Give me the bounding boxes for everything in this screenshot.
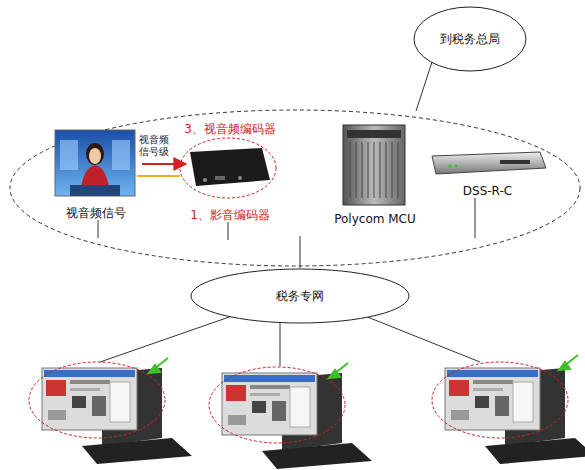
video-picture xyxy=(55,130,135,196)
mcu-picture xyxy=(343,125,405,205)
edge-label: 视音频信号级 xyxy=(136,134,172,158)
device-box: DSS-R-C xyxy=(425,148,550,198)
node-label: 视音频信号 xyxy=(66,206,126,220)
node-label: 3、视音频编码器 xyxy=(184,122,276,136)
client-laptops xyxy=(29,355,585,469)
node-label: DSS-R-C xyxy=(463,184,512,198)
drop-wires xyxy=(98,198,480,366)
node-label: Polycom MCU xyxy=(334,212,416,226)
network-ellipse: 税务专网 xyxy=(190,268,410,324)
uplink-wire xyxy=(416,62,432,111)
network-ellipse: 到税务总局 xyxy=(413,6,527,72)
node-label: 税务专网 xyxy=(276,289,324,303)
site-boundary xyxy=(10,110,580,266)
device-box: 视音频信号 xyxy=(50,128,142,220)
audio-wire xyxy=(137,175,180,177)
node-label: 1、影音编码器 xyxy=(190,208,270,222)
encoder-picture xyxy=(180,138,276,198)
signal-arrow xyxy=(142,163,186,165)
device-box: 3、视音频编码器 1、影音编码器 xyxy=(180,122,280,222)
dss-picture xyxy=(432,152,546,174)
node-label: 到税务总局 xyxy=(440,32,500,46)
device-box: Polycom MCU xyxy=(330,122,420,226)
